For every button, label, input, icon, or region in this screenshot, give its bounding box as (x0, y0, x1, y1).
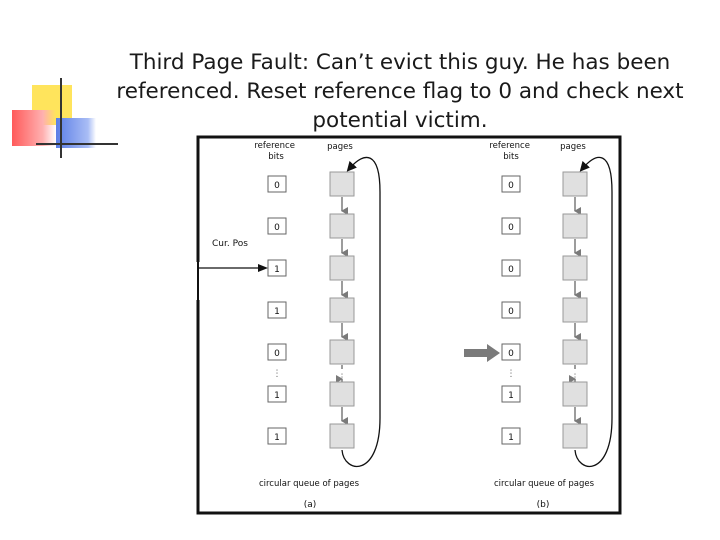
panel-a-caption: (a) (304, 500, 317, 510)
panel-a-bit-box (267, 343, 287, 361)
panel-a-page-box (329, 381, 355, 407)
panel-a-bit-box (267, 385, 287, 403)
panel-a-bit-box (267, 217, 287, 235)
panel-a-bit-value: 0 (274, 349, 280, 359)
panel-b-bit-box (501, 301, 521, 319)
panel-b-circular-loop (574, 156, 613, 467)
panel-a-bit-ellipsis: ⋮ (273, 369, 282, 379)
panel-a-bit-value: 0 (274, 181, 280, 191)
panel-b-bit-value: 0 (508, 181, 514, 191)
panel-a-page-box (329, 297, 355, 323)
panel-b-bit-value: 1 (508, 391, 514, 401)
deco-red-square (12, 110, 56, 146)
panel-b-page-box (562, 297, 588, 323)
panel-b-header-bits-line2: bits (503, 152, 519, 162)
panel-b-header-bits-line1: reference (489, 141, 530, 151)
panel-b-page-box (562, 171, 588, 197)
next-victim-pointer-arrow (464, 344, 500, 362)
panel-a-bit-box (267, 301, 287, 319)
panel-a-footer: circular queue of pages (259, 479, 360, 489)
panel-a-header-pages: pages (327, 142, 353, 152)
panel-b-bit-value: 0 (508, 223, 514, 233)
panel-b-bit-value: 0 (508, 265, 514, 275)
panel-a-page-box (329, 171, 355, 197)
panel-b-bit-value: 0 (508, 307, 514, 317)
panel-b-header-pages: pages (560, 142, 586, 152)
panel-b-bit-box (501, 385, 521, 403)
panel-a-header-bits-line2: bits (268, 152, 284, 162)
panel-a-circular-loop (341, 156, 381, 467)
panel-b-bit-ellipsis: ⋮ (507, 369, 516, 379)
panel-b-bit-box (501, 217, 521, 235)
panel-a-bit-value: 1 (274, 391, 280, 401)
panel-a-bit-box (267, 427, 287, 445)
panel-a-bit-value: 1 (274, 307, 280, 317)
slide-title: Third Page Fault: Can’t evict this guy. … (116, 50, 684, 133)
panel-a-bit-box (267, 175, 287, 193)
panel-b-caption: (b) (537, 500, 550, 510)
panel-b-bit-box (501, 175, 521, 193)
panel-b-bit-box (501, 427, 521, 445)
panel-b-bit-value: 0 (508, 349, 514, 359)
panel-a-header-bits: reference bits (254, 141, 297, 162)
deco-horizontal-line (36, 143, 118, 145)
panel-a-page-box (329, 423, 355, 449)
panel-b-bit-value: 1 (508, 433, 514, 443)
panel-b-page-box (562, 255, 588, 281)
cur-pos-arrowhead (258, 264, 268, 272)
panel-a-bit-value: 1 (274, 265, 280, 275)
panel-a-page-box (329, 213, 355, 239)
panel-b-page-box (562, 213, 588, 239)
cur-pos-label: Cur. Pos (212, 239, 248, 249)
panel-a-page-box (329, 255, 355, 281)
panel-a-page-box (329, 339, 355, 365)
panel-b-footer: circular queue of pages (494, 479, 595, 489)
panel-b-header-bits: reference bits (489, 141, 532, 162)
panel-a-bit-value: 1 (274, 433, 280, 443)
panel-b-bit-box (501, 259, 521, 277)
panel-b-page-box (562, 339, 588, 365)
panel-a-bit-box (267, 259, 287, 277)
panel-b-bit-box (501, 343, 521, 361)
panel-b-page-box (562, 381, 588, 407)
figure-frame (196, 135, 622, 515)
panel-b-page-box (562, 423, 588, 449)
panel-a-header-bits-line1: reference (254, 141, 295, 151)
panel-a-bit-value: 0 (274, 223, 280, 233)
deco-vertical-line (60, 78, 62, 158)
